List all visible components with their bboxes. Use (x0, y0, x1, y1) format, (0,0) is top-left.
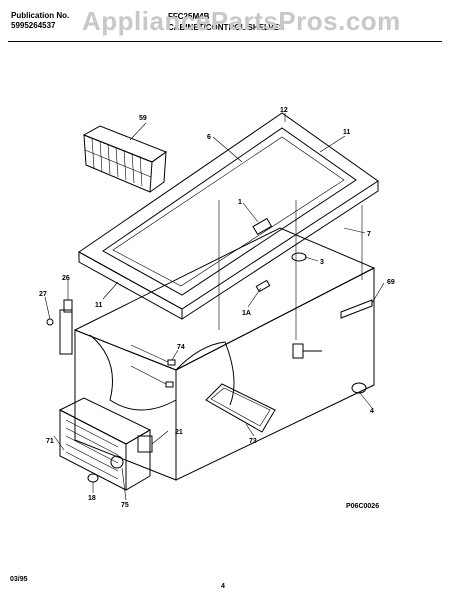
publication-label: Publication No. (11, 11, 70, 20)
callout-18: 18 (88, 495, 96, 502)
callout-7: 7 (367, 231, 371, 238)
wire-basket (82, 125, 168, 193)
callout-73: 73 (249, 438, 257, 445)
callout-27: 27 (39, 291, 47, 298)
freezer-cabinet (73, 227, 376, 481)
page-number: 4 (221, 583, 225, 590)
front-grille (58, 397, 152, 491)
section-title: CABINET/CONTROL/SHELVES (168, 23, 285, 32)
model-number: FFC25M4B (168, 12, 210, 21)
callout-12: 12 (280, 107, 288, 114)
callout-11-top: 11 (343, 129, 351, 136)
callout-1a: 1A (242, 310, 251, 317)
callout-6: 6 (207, 134, 211, 141)
callout-75: 75 (121, 502, 129, 509)
callout-59: 59 (139, 115, 147, 122)
nameplate (340, 299, 373, 319)
leveling-leg (87, 473, 99, 483)
callout-4: 4 (370, 408, 374, 415)
label-plate (205, 383, 276, 433)
shelf-clip (167, 359, 176, 366)
diagram-code: P06C0026 (346, 503, 380, 510)
shelf-clip-2 (165, 381, 174, 388)
callout-21: 21 (175, 429, 183, 436)
drain-cap (351, 382, 367, 394)
leader-lines (44, 113, 385, 501)
callout-26: 26 (62, 275, 70, 282)
callout-1: 1 (238, 199, 242, 206)
watermark: AppliancePartsPros.com (82, 6, 401, 36)
callout-71: 71 (46, 438, 54, 445)
footer-date: 03/95 (10, 576, 28, 583)
callout-11-left: 11 (95, 302, 103, 309)
lid-handle (252, 217, 273, 236)
header-rule (8, 41, 442, 42)
publication-number: 5995264537 (11, 21, 56, 30)
lid-latch (255, 279, 271, 293)
lid-hinge (46, 299, 73, 355)
freezer-lid (78, 112, 379, 320)
callout-3: 3 (320, 259, 324, 266)
callout-69: 69 (387, 279, 395, 286)
callout-74: 74 (177, 344, 185, 351)
drain-plug (291, 252, 307, 262)
drain-tube (292, 343, 304, 359)
